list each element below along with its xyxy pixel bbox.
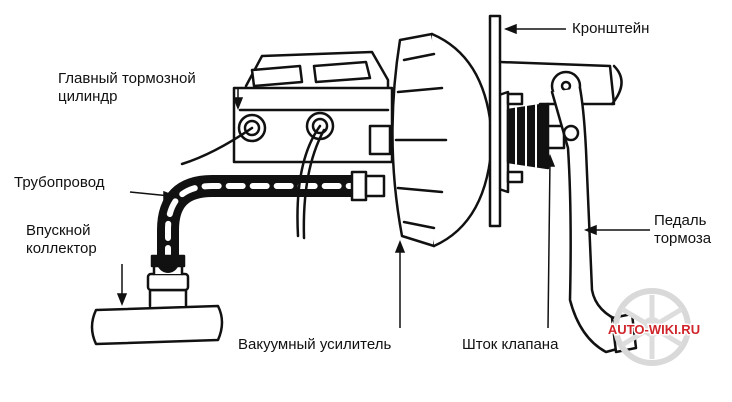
- intake-manifold: [90, 260, 224, 346]
- vacuum-booster: [391, 32, 510, 248]
- label-bracket: Кронштейн: [572, 20, 650, 37]
- brake-lines: [180, 124, 326, 240]
- label-master-cylinder-line2: цилиндр: [58, 88, 118, 105]
- label-pedal-line1: Педаль: [654, 212, 707, 229]
- wheel-icon: AUTO-WIKI.RU: [606, 288, 702, 366]
- label-intake-line2: коллектор: [26, 240, 97, 257]
- label-pedal-line2: тормоза: [654, 230, 712, 247]
- watermark-logo: AUTO-WIKI.RU: [604, 287, 704, 376]
- master-cylinder: [232, 50, 394, 164]
- label-valve-rod: Шток клапана: [462, 336, 559, 353]
- label-vacuum-booster: Вакуумный усилитель: [238, 336, 392, 353]
- vacuum-hose: [150, 170, 386, 273]
- label-pipeline: Трубопровод: [14, 174, 105, 191]
- watermark-text: AUTO-WIKI.RU: [608, 322, 700, 337]
- leader-lines: [116, 23, 650, 329]
- label-master-cylinder-line1: Главный тормозной: [58, 70, 196, 87]
- valve-rod-boot: [506, 102, 566, 170]
- label-intake-line1: Впускной: [26, 222, 91, 239]
